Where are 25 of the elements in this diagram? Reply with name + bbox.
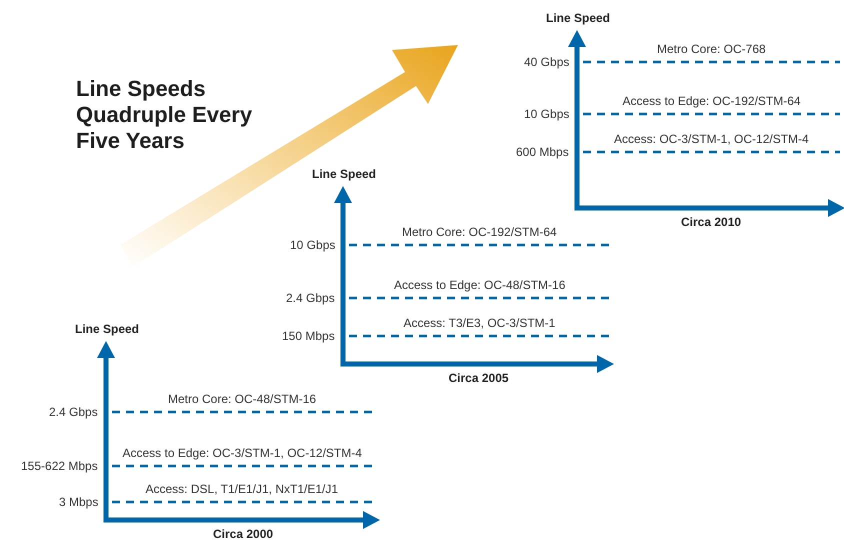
- line-label: Access: DSL, T1/E1/J1, NxT1/E1/J1: [146, 482, 338, 496]
- line-label: Metro Core: OC-768: [657, 42, 766, 56]
- axis-title: Line Speed: [546, 11, 610, 25]
- axis-value-label: 155-622 Mbps: [21, 459, 98, 473]
- axis-value-label: 2.4 Gbps: [49, 405, 98, 419]
- line-label: Access to Edge: OC-3/STM-1, OC-12/STM-4: [122, 446, 362, 460]
- line-label: Access to Edge: OC-48/STM-16: [394, 278, 566, 292]
- line-label: Metro Core: OC-48/STM-16: [168, 392, 316, 406]
- axis-title: Circa 2005: [448, 371, 509, 385]
- line-label: Metro Core: OC-192/STM-64: [402, 225, 557, 239]
- title: Line Speeds Quadruple Every Five Years: [76, 76, 254, 154]
- axis-title: Line Speed: [75, 322, 140, 336]
- axis-value-label: 3 Mbps: [59, 495, 98, 509]
- line-label: Access: T3/E3, OC-3/STM-1: [404, 316, 556, 330]
- axis-value-label: 10 Gbps: [524, 107, 570, 121]
- line-label: Access to Edge: OC-192/STM-64: [622, 94, 801, 108]
- axis-value-label: 10 Gbps: [290, 238, 336, 252]
- axis-value-label: 150 Mbps: [282, 329, 335, 343]
- line-label: Access: OC-3/STM-1, OC-12/STM-4: [614, 132, 809, 146]
- axis-value-label: 2.4 Gbps: [286, 291, 335, 305]
- axis-value-label: 40 Gbps: [524, 55, 570, 69]
- axis-value-label: 600 Mbps: [516, 145, 569, 159]
- axis-title: Line Speed: [312, 167, 376, 181]
- axis-title: Circa 2010: [681, 215, 742, 229]
- axis-title: Circa 2000: [213, 527, 274, 541]
